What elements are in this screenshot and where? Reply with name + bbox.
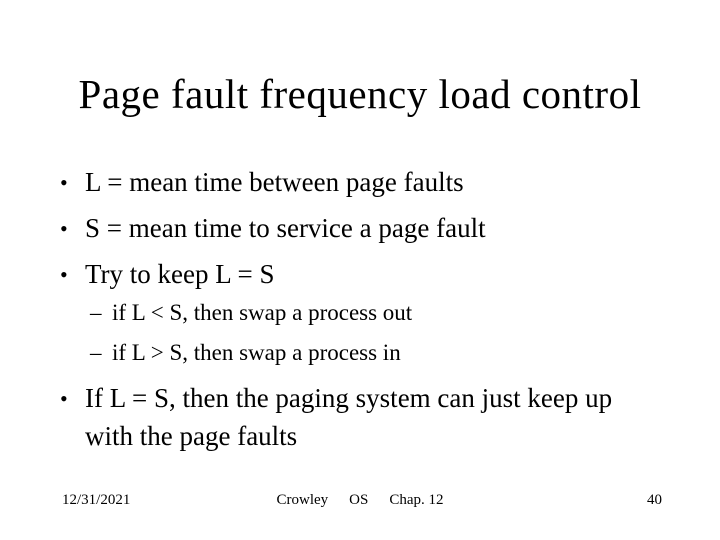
bullet-marker-icon: • <box>60 170 68 195</box>
footer-center-group: Crowley OS Chap. 12 <box>0 492 720 509</box>
sub-bullet-text: if L > S, then swap a process in <box>112 340 401 365</box>
slide-footer: 12/31/2021 Crowley OS Chap. 12 40 <box>0 492 720 514</box>
sub-bullet-item: – if L > S, then swap a process in <box>90 337 401 368</box>
dash-marker-icon: – <box>90 300 102 325</box>
bullet-item: • If L = S, then the paging system can j… <box>60 380 640 456</box>
bullet-text: Try to keep L = S <box>85 259 275 289</box>
footer-author: Crowley <box>276 492 329 508</box>
dash-marker-icon: – <box>90 340 102 365</box>
bullet-text: L = mean time between page faults <box>85 167 464 197</box>
footer-date: 12/31/2021 <box>62 492 131 508</box>
bullet-text: S = mean time to service a page fault <box>85 213 486 243</box>
slide-title: Page fault frequency load control <box>78 71 642 117</box>
bullet-item: • S = mean time to service a page fault <box>60 210 486 248</box>
bullet-text: If L = S, then the paging system can jus… <box>85 383 613 451</box>
bullet-marker-icon: • <box>60 386 68 411</box>
sub-bullet-text: if L < S, then swap a process out <box>112 300 413 325</box>
footer-chapter: Chap. 12 <box>389 492 444 508</box>
footer-page-number: 40 <box>647 492 662 508</box>
bullet-item: • L = mean time between page faults <box>60 164 464 202</box>
bullet-marker-icon: • <box>60 216 68 241</box>
bullet-item: • Try to keep L = S <box>60 256 275 294</box>
sub-bullet-item: – if L < S, then swap a process out <box>90 297 412 328</box>
bullet-marker-icon: • <box>60 262 68 287</box>
footer-course: OS <box>349 492 369 508</box>
